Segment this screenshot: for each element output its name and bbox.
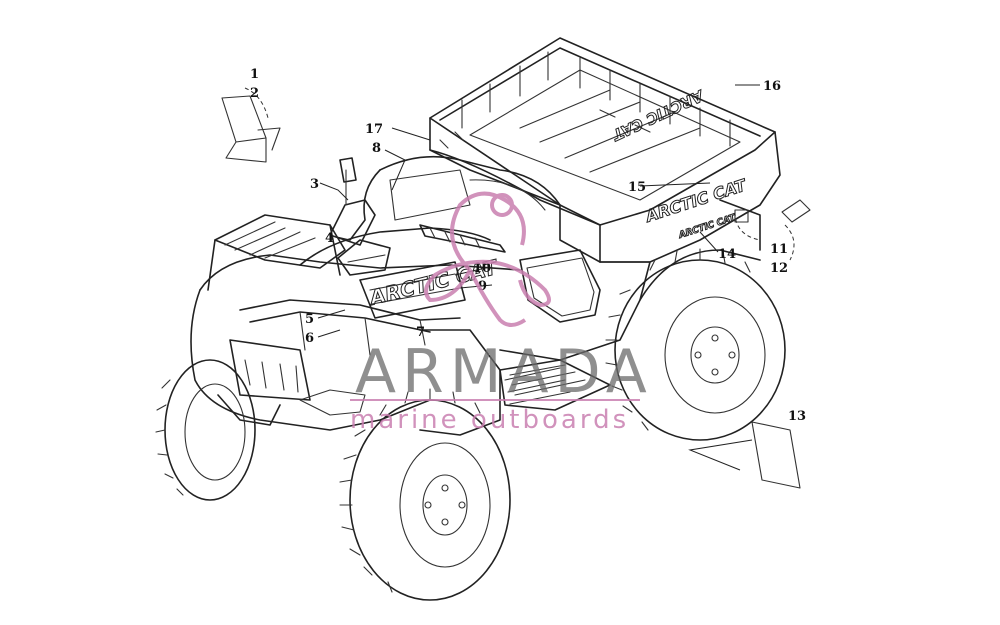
callout-7: 7 (416, 325, 425, 340)
decal-cargo-tag-text: ARCTIC CAT (677, 213, 738, 241)
watermark-subtitle: marine outboards (350, 405, 629, 435)
callout-6: 6 (305, 331, 314, 346)
callout-4: 4 (325, 231, 334, 246)
callout-numbers: 1 2 3 4 5 6 7 8 9 10 11 12 13 14 15 16 1… (250, 67, 806, 424)
leader-lines (317, 84, 760, 338)
callout-10: 10 (473, 261, 491, 276)
callout-8: 8 (372, 141, 381, 156)
decal-sheet-13 (688, 421, 801, 489)
decal-sheet-11-12 (734, 199, 811, 261)
callout-15: 15 (628, 180, 646, 195)
front-fender (190, 254, 571, 436)
callout-14: 14 (718, 247, 736, 262)
callout-12: 12 (770, 261, 788, 276)
watermark-title: ARMADA (355, 337, 653, 407)
callout-13: 13 (788, 409, 806, 424)
decal-cargo-wall-text: ARCTIC CAT (608, 86, 707, 145)
wheel-front-left (155, 359, 256, 501)
callout-3: 3 (310, 177, 319, 192)
callout-9: 9 (478, 279, 487, 294)
front-rack (207, 214, 461, 356)
callout-16: 16 (763, 79, 781, 94)
handlebar-assembly (299, 157, 506, 276)
decal-sheet-1-2 (221, 87, 281, 163)
atv-body (349, 155, 761, 361)
wheel-rear-right (605, 248, 786, 441)
watermark-logo (424, 191, 551, 327)
callout-1: 1 (250, 67, 259, 82)
callout-5: 5 (305, 312, 314, 327)
callout-17: 17 (365, 122, 383, 137)
cargo-box (429, 37, 781, 263)
watermark: ARMADA marine outboards (350, 191, 653, 435)
callout-2: 2 (250, 86, 259, 101)
callout-11: 11 (770, 242, 788, 257)
